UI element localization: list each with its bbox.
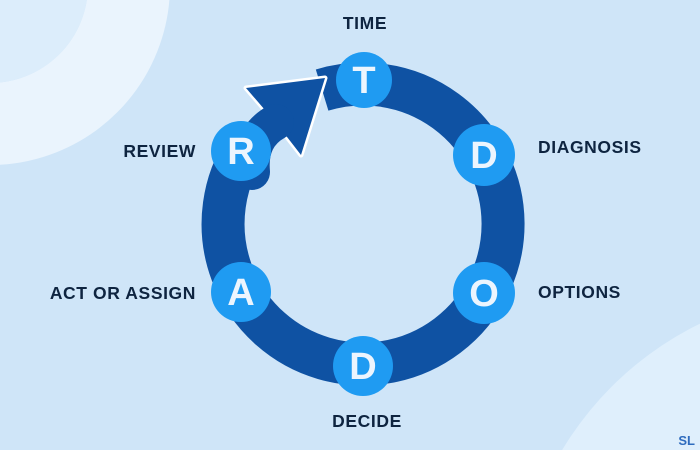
node-decide-circle [333, 336, 393, 396]
label-options: OPTIONS [538, 282, 621, 302]
node-diagnosis-letter: D [470, 135, 497, 177]
node-review-circle [211, 121, 271, 181]
node-time-letter: T [352, 60, 375, 102]
node-decide-letter: D [349, 346, 376, 388]
node-review-letter: R [227, 131, 254, 173]
node-options-circle [453, 262, 515, 324]
corner-circle-bottom-right [562, 323, 700, 450]
label-review: REVIEW [123, 141, 196, 161]
node-diagnosis-circle [453, 124, 515, 186]
label-time: TIME [343, 13, 387, 33]
node-act-circle [211, 262, 271, 322]
node-options-letter: O [469, 273, 499, 315]
label-diagnosis: DIAGNOSIS [538, 137, 642, 157]
corner-disc-top-left [0, 0, 87, 83]
label-decide: DECIDE [332, 411, 402, 431]
node-act-letter: A [227, 272, 254, 314]
label-act-or-assign: ACT OR ASSIGN [50, 283, 196, 303]
node-time-circle [336, 52, 392, 108]
watermark-sl: SL [678, 433, 695, 448]
